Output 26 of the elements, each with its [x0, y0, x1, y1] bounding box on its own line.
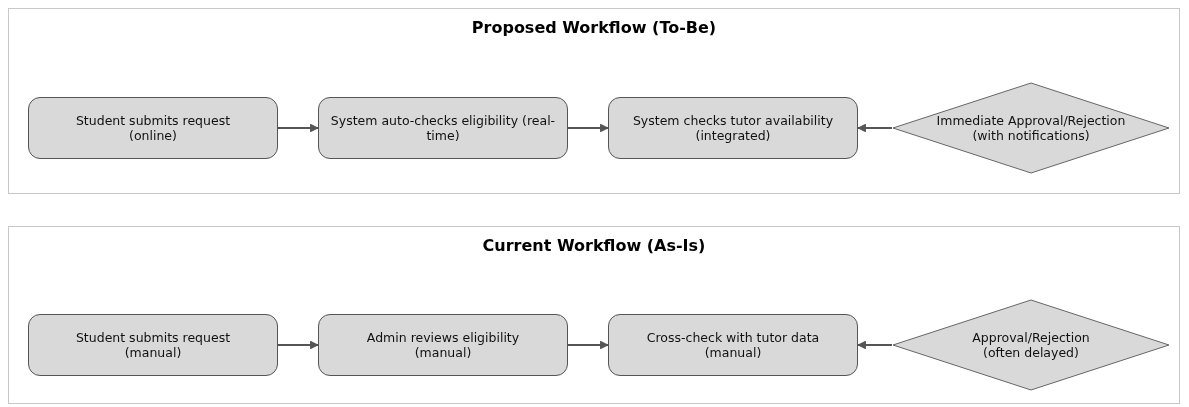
node-label: Immediate Approval/Rejection (with notifications) [935, 113, 1127, 143]
process-box [28, 97, 278, 159]
node-label: System checks tutor availability (integrated) [631, 113, 835, 143]
arrow [568, 340, 609, 350]
panel-title: Proposed Workflow (To-Be) [471, 18, 717, 37]
workflow-panel [8, 226, 1180, 404]
arrow [568, 123, 609, 133]
node-label: System auto-checks eligibility (real-time) [330, 113, 556, 143]
node-label: Cross-check with tutor data (manual) [645, 330, 821, 360]
arrow [857, 123, 892, 133]
process-box [318, 97, 568, 159]
decision-diamond [892, 299, 1170, 391]
arrow [857, 340, 892, 350]
arrow [278, 123, 319, 133]
process-box [318, 314, 568, 376]
panel-title: Current Workflow (As-Is) [482, 236, 706, 255]
node-label: Approval/Rejection (often delayed) [971, 330, 1091, 360]
workflow-panel [8, 8, 1180, 194]
process-box [608, 97, 858, 159]
decision-diamond [892, 82, 1170, 174]
node-label: Student submits request (manual) [74, 330, 232, 360]
process-box [608, 314, 858, 376]
node-label: Student submits request (online) [74, 113, 232, 143]
process-box [28, 314, 278, 376]
node-label: Admin reviews eligibility (manual) [365, 330, 521, 360]
arrow [278, 340, 319, 350]
